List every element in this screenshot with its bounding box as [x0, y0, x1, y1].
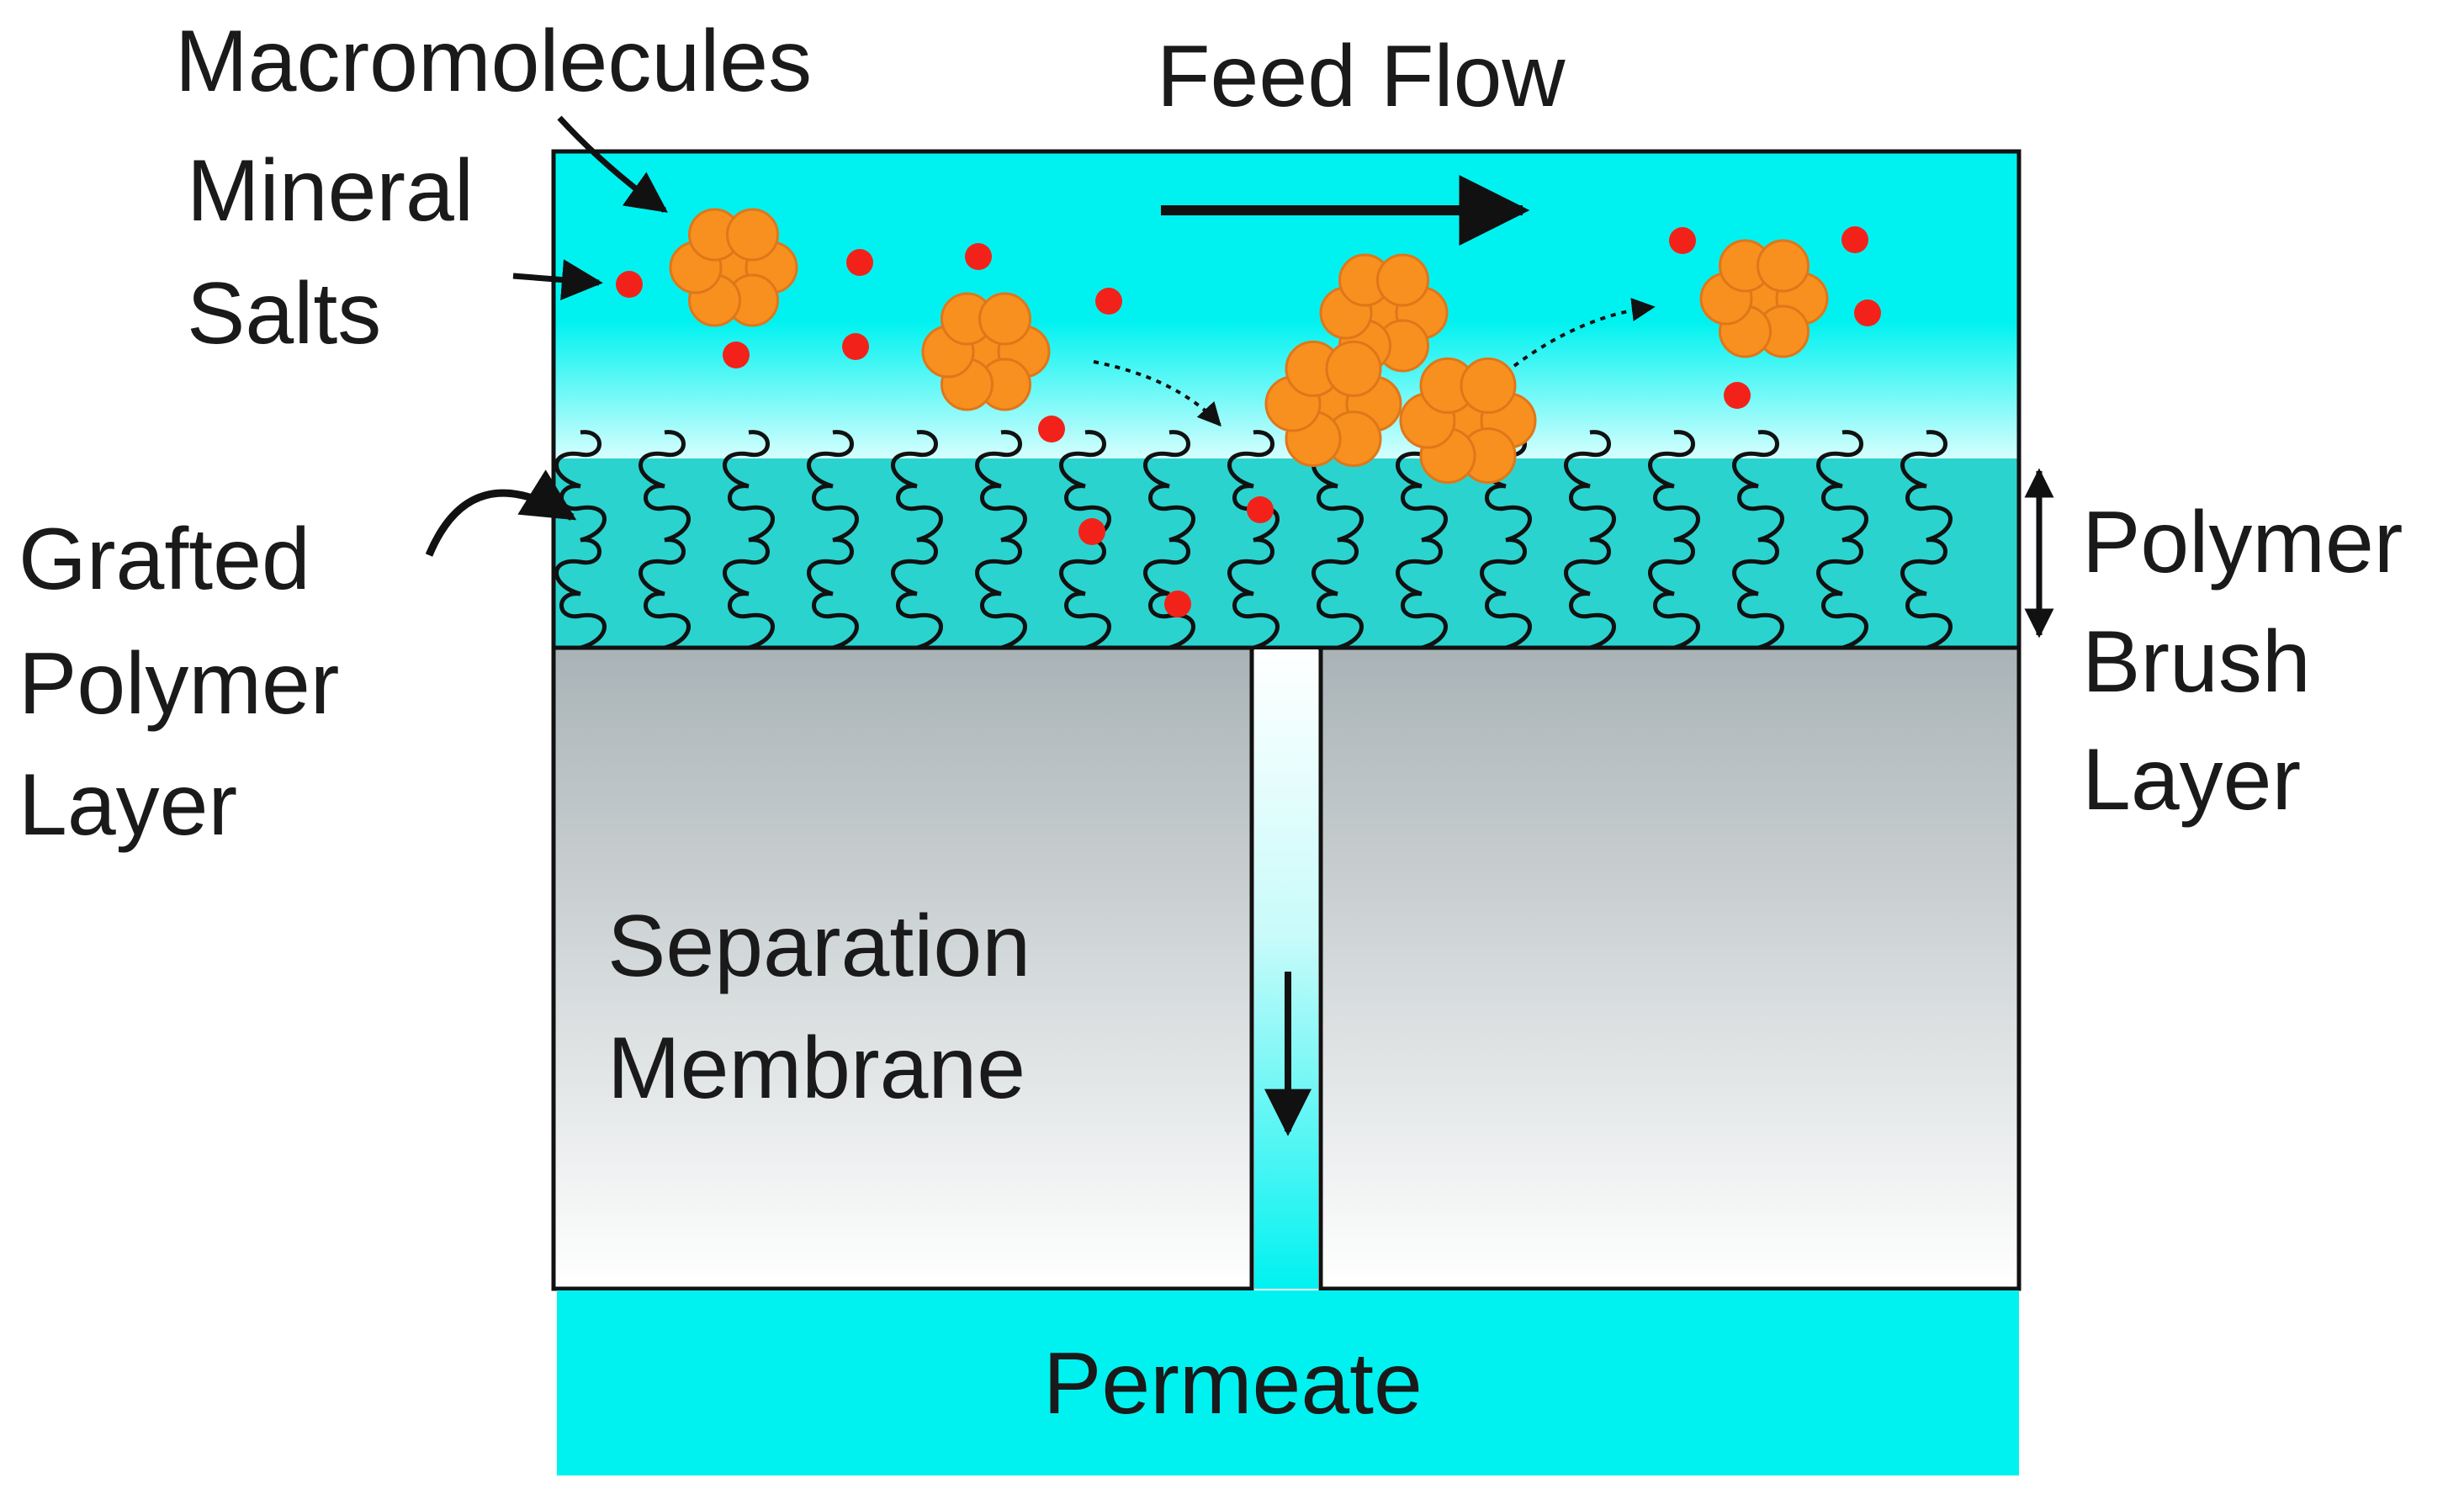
grafted-label: Grafted: [19, 511, 310, 608]
polymer-chain: [1732, 430, 1784, 650]
mineral-salt-dot: [1854, 299, 1881, 326]
macromolecule-cluster: [921, 292, 1051, 411]
mineral-label: Mineral: [187, 142, 474, 240]
polymer-chain: [1396, 430, 1448, 650]
membrane-block-left: [551, 645, 1254, 1291]
brush-layer-label: Layer: [2082, 731, 2301, 829]
mineral-salt-dot: [616, 271, 643, 298]
mineral-salt-dot: [1164, 591, 1191, 617]
salts-label: Salts: [187, 265, 381, 363]
mineral-salt-dot: [965, 243, 992, 270]
macromolecule-cluster: [1699, 239, 1829, 358]
mineral-salts-group: [616, 226, 1881, 617]
macromolecule-cluster: [1319, 253, 1449, 373]
polymer-chain: [1143, 430, 1195, 650]
polymer-chain: [1227, 430, 1280, 650]
mineral-salt-dot: [842, 333, 869, 360]
polymer-chain: [1648, 430, 1700, 650]
macromolecule-cluster: [669, 208, 798, 327]
polymer-chain: [639, 430, 691, 650]
mineral-salt-dot: [1078, 518, 1105, 545]
polymer-chain: [554, 430, 607, 650]
macromolecule-cluster: [1399, 357, 1537, 485]
permeate-region: [557, 1290, 2019, 1475]
polymer-chain: [723, 430, 775, 650]
brush-brush-label: Brush: [2082, 613, 2311, 711]
membrane-block-right: [1318, 645, 2022, 1291]
feed-flow-label: Feed Flow: [1157, 28, 1566, 125]
polymer-chain: [1900, 430, 1953, 650]
mineral-salt-dot: [1724, 382, 1751, 409]
polymer-brush-region: [554, 458, 2019, 648]
macromolecules-group: [669, 208, 1829, 485]
grafted-layer-label: Layer: [19, 756, 237, 854]
mineral-salt-dot: [1095, 288, 1122, 315]
permeate-label: Permeate: [1043, 1335, 1423, 1433]
macromolecule-bead: [1460, 357, 1517, 414]
membrane-label: Membrane: [607, 1020, 1025, 1117]
macromolecule-cluster: [1264, 340, 1402, 468]
membrane-pore: [1254, 649, 1318, 1289]
polymer-chain: [807, 430, 859, 650]
macromolecule-bead: [1757, 239, 1810, 293]
mineral-salt-dot: [1038, 416, 1065, 442]
mineral-salt-dot: [1247, 496, 1274, 523]
brush-polymer-label: Polymer: [2082, 494, 2403, 591]
polymer-chain: [891, 430, 943, 650]
macromolecules-pointer: [557, 115, 668, 213]
macromolecule-bead: [1325, 340, 1382, 397]
macromolecules-label: Macromolecules: [175, 13, 812, 110]
mineral-salt-dot: [1669, 227, 1696, 254]
feed-channel-border: [551, 149, 2022, 650]
mineral-salt-dot: [723, 342, 750, 368]
grafted-polymer-label: Polymer: [19, 635, 339, 733]
mineral-salts-pointer: [512, 259, 603, 300]
macromolecule-bead: [978, 292, 1031, 346]
mineral-salt-dot: [846, 249, 873, 276]
mineral-salt-dot: [1841, 226, 1868, 253]
release-path: [1513, 298, 1656, 368]
polymer-chain: [975, 430, 1027, 650]
macromolecule-bead: [726, 208, 779, 262]
polymer-chain: [1816, 430, 1868, 650]
grafted-layer-pointer: [425, 469, 577, 557]
separation-label: Separation: [607, 898, 1031, 995]
deposition-path: [1093, 360, 1221, 427]
polymer-chain: [1564, 430, 1616, 650]
macromolecule-bead: [1376, 253, 1429, 307]
